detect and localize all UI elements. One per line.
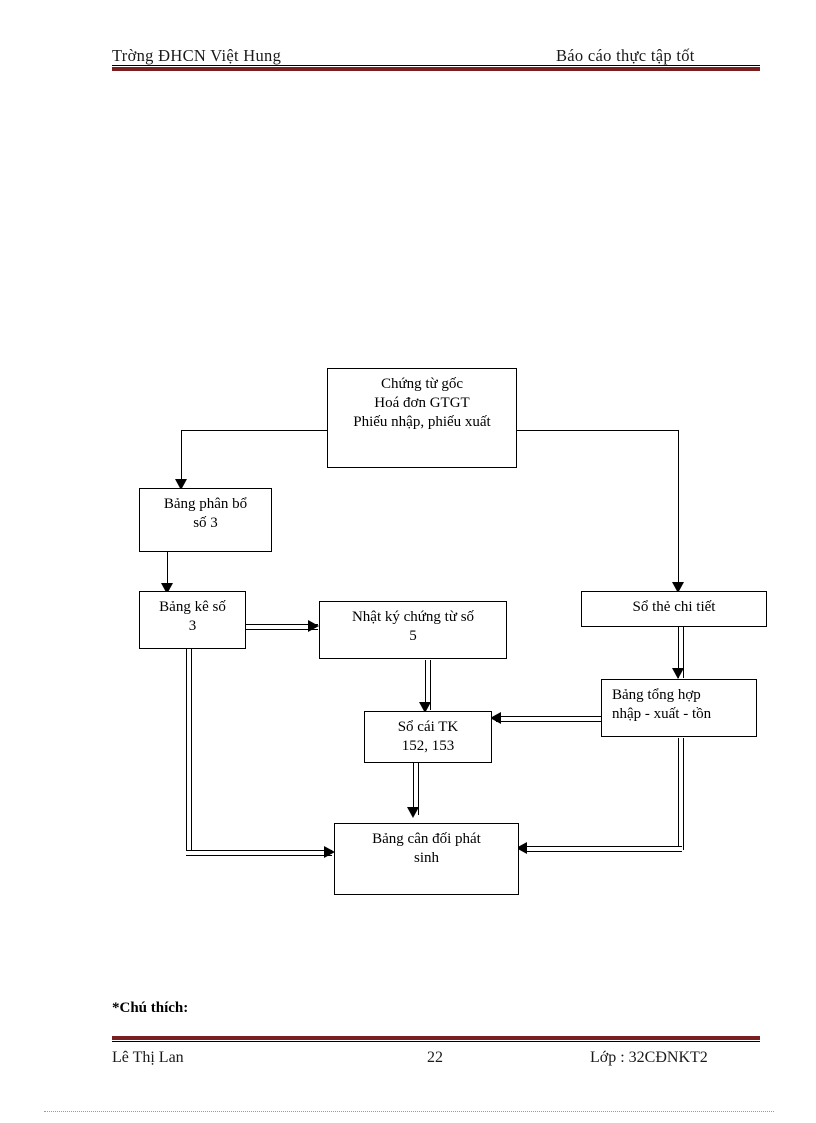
- node-nhat-ky-chung-tu-so-5-label: Nhật ký chứng từ số 5: [351, 609, 475, 644]
- node-nhat-ky-chung-tu-so-5[interactable]: Nhật ký chứng từ số 5: [319, 601, 507, 659]
- node-bang-phan-bo-so-3-label: Bảng phân bổ số 3: [163, 496, 248, 531]
- header-left-text: Trờng ĐHCN Việt Hung: [112, 46, 282, 65]
- connector-sothe-to-bangtonghop: [678, 626, 684, 678]
- header-rule-thin: [112, 65, 760, 66]
- arrowhead-to-socai: [419, 702, 431, 713]
- node-so-cai-tk-label: Sổ cái TK 152, 153: [397, 719, 459, 754]
- connector-chungtu-to-sothe-vertical: [678, 430, 680, 588]
- arrowhead-to-nhatky: [308, 620, 319, 632]
- node-bang-can-doi-phat-sinh[interactable]: Bảng cân đối phát sinh: [334, 823, 519, 895]
- arrowhead-bangtonghop-to-socai: [490, 712, 501, 724]
- node-bang-tong-hop[interactable]: Bảng tổng hợp nhập - xuất - tồn: [601, 679, 757, 737]
- connector-bangke-to-nhatky: [246, 624, 318, 630]
- page-header: Trờng ĐHCN Việt Hung Báo cáo thực tập tố…: [112, 46, 760, 74]
- arrowhead-right-to-bangcandoi: [516, 842, 527, 854]
- arrowhead-socai-to-bangcandoi: [407, 807, 419, 818]
- connector-chungtu-to-left-horizontal: [181, 430, 329, 432]
- node-bang-ke-so-3-label: Bảng kê số 3: [159, 599, 226, 634]
- arrowhead-bangke-to-bangcandoi: [324, 846, 335, 858]
- node-so-cai-tk[interactable]: Sổ cái TK 152, 153: [364, 711, 492, 763]
- chu-thich-heading: *Chú thích:: [112, 1000, 189, 1016]
- connector-bangke-to-bangcandoi-vertical: [186, 648, 192, 854]
- arrowhead-to-bangtonghop: [672, 668, 684, 679]
- footer-rule-thick: [112, 1036, 760, 1040]
- node-bang-phan-bo-so-3[interactable]: Bảng phân bổ số 3: [139, 488, 272, 552]
- arrowhead-to-sothechitiet: [672, 582, 684, 593]
- connector-chungtu-to-right-horizontal: [515, 430, 679, 432]
- arrowhead-to-bangphanbo: [175, 479, 187, 490]
- header-right-text: Báo cáo thực tập tốt: [556, 46, 695, 65]
- connector-chungtu-to-bangphanbo-vertical: [181, 430, 183, 485]
- node-so-the-chi-tiet-label: Sổ thẻ chi tiết: [632, 599, 716, 615]
- connector-bangphanbo-to-bangke: [167, 551, 169, 591]
- header-rule-thick: [112, 67, 760, 71]
- node-chung-tu-goc[interactable]: Chứng từ gốc Hoá đơn GTGT Phiếu nhập, ph…: [327, 368, 517, 468]
- connector-bangtonghop-to-socai: [496, 716, 602, 722]
- page-bottom-edge: [44, 1111, 774, 1113]
- footer-author: Lê Thị Lan: [112, 1049, 184, 1066]
- footer-rule-thin: [112, 1041, 760, 1042]
- connector-socai-to-bangcandoi: [413, 763, 419, 815]
- footer-page-number: 22: [427, 1049, 443, 1066]
- connector-bangtonghop-to-bangcandoi-horizontal: [525, 846, 682, 852]
- connector-bangke-to-bangcandoi-horizontal: [186, 850, 332, 856]
- connector-bangtonghop-to-bangcandoi-vertical: [678, 738, 684, 850]
- node-bang-ke-so-3[interactable]: Bảng kê số 3: [139, 591, 246, 649]
- connector-nhatky-to-socai: [425, 660, 431, 710]
- page-footer: Lê Thị Lan 22 Lớp : 32CĐNKT2: [112, 1036, 760, 1080]
- footer-class: Lớp : 32CĐNKT2: [590, 1049, 708, 1066]
- arrowhead-to-bangke: [161, 583, 173, 594]
- node-bang-tong-hop-label: Bảng tổng hợp nhập - xuất - tồn: [612, 687, 712, 722]
- node-so-the-chi-tiet[interactable]: Sổ thẻ chi tiết: [581, 591, 767, 627]
- node-chung-tu-goc-label: Chứng từ gốc Hoá đơn GTGT Phiếu nhập, ph…: [353, 376, 491, 430]
- node-bang-can-doi-phat-sinh-label: Bảng cân đối phát sinh: [372, 831, 481, 866]
